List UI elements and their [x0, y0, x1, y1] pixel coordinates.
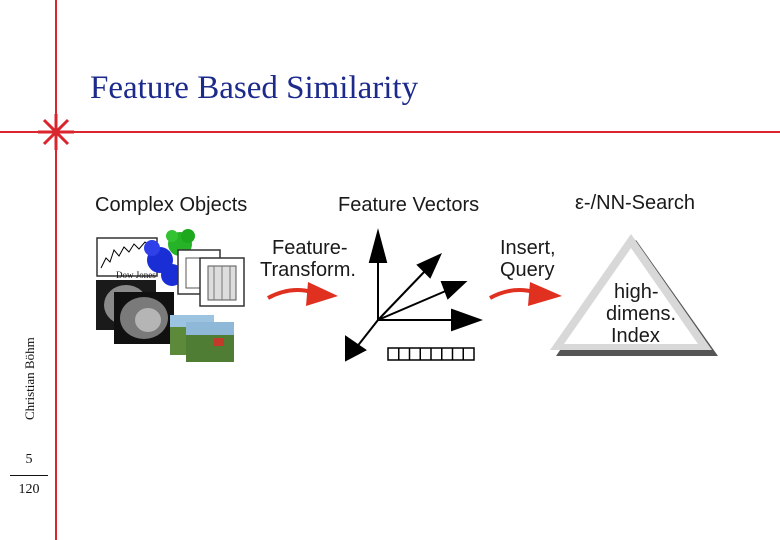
transform-label-line2: Transform. — [260, 259, 356, 281]
index-label-line1: high- — [614, 281, 658, 303]
author-name: Christian Böhm — [22, 337, 37, 420]
insert-label-line2: Query — [500, 259, 554, 281]
page-separator — [10, 475, 48, 476]
feature-vector-axes — [345, 228, 483, 362]
feature-vectors-label: Feature Vectors — [338, 194, 479, 216]
slide-title: Feature Based Similarity — [90, 70, 419, 106]
page-total: 120 — [18, 482, 40, 497]
index-triangle — [550, 234, 718, 356]
complex-objects-images: Dow Jones — [96, 229, 245, 362]
insert-label-line1: Insert, — [500, 237, 556, 259]
chart-caption: Dow Jones — [116, 270, 156, 280]
search-label: ε-/NN-Search — [575, 192, 695, 214]
query-arrow — [489, 282, 562, 306]
vertical-accent-line — [55, 0, 57, 540]
vector-cells — [387, 347, 475, 361]
star-icon — [38, 114, 74, 150]
index-label-line2: dimens. — [606, 303, 676, 325]
page-current: 5 — [25, 452, 33, 467]
horizontal-accent-line — [0, 131, 780, 133]
index-label-line3: Index — [611, 325, 660, 347]
transform-arrow — [267, 282, 338, 306]
transform-label-line1: Feature- — [272, 237, 348, 259]
complex-objects-label: Complex Objects — [95, 194, 247, 216]
